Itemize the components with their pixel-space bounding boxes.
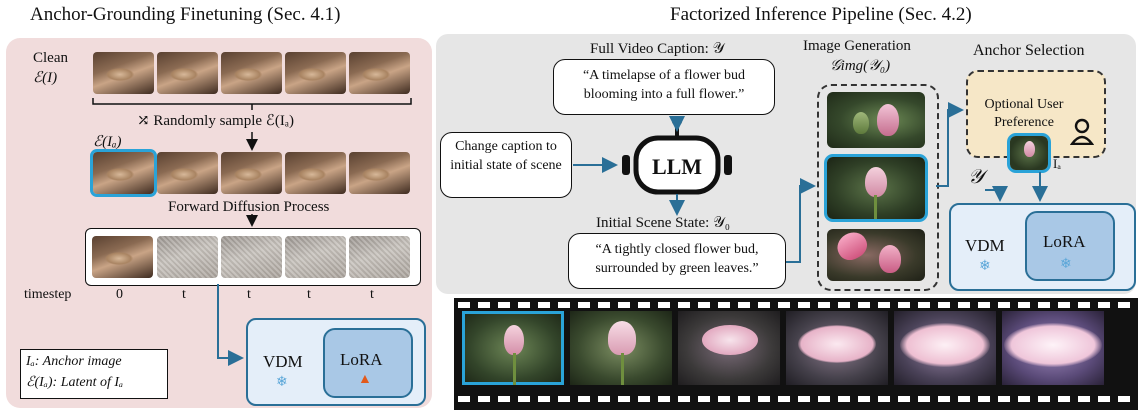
clean-frame-3 — [221, 52, 282, 94]
full-caption-box: “A timelapse of a flower bud blooming in… — [553, 59, 775, 115]
generated-image-3 — [827, 229, 925, 281]
selected-anchor-thumb — [1007, 133, 1051, 173]
caption-symbol-y: 𝒴 — [968, 166, 984, 188]
film-perforations-top — [458, 302, 1134, 308]
noisy-frame-5 — [349, 236, 410, 278]
vdm-label-left: VDM — [263, 352, 303, 371]
anchor-latent-expr: ℰ(Iₐ) — [93, 134, 122, 150]
video-frame-6 — [1002, 311, 1104, 385]
clean-latent-expr: ℰ(I) — [33, 70, 58, 86]
generation-to-selection-arrow — [936, 102, 964, 187]
notation-legend — [20, 349, 168, 399]
film-perforations-bottom — [458, 396, 1134, 402]
frame-5 — [349, 152, 410, 194]
frame-2 — [157, 152, 218, 194]
video-frame-3 — [678, 311, 780, 385]
video-frame-5 — [894, 311, 996, 385]
frozen-icon-left: ❄ — [276, 375, 288, 390]
frozen-icon-vdm: ❄ — [979, 259, 991, 274]
timestep-value-5: t — [370, 287, 374, 302]
initial-caption-box: “A tightly closed flower bud, surrounded… — [568, 233, 786, 289]
video-frame-4 — [786, 311, 888, 385]
timestep-label: timestep — [24, 287, 72, 302]
generated-image-1 — [827, 92, 925, 148]
noisy-frame-4 — [285, 236, 346, 278]
anchor-image-symbol: Iₐ — [1053, 156, 1061, 171]
random-sample-label: ⤮ Randomly sample ℰ(Iₐ) — [137, 113, 294, 129]
noisy-frame-1 — [92, 236, 153, 278]
image-generation-label: Image Generation — [803, 38, 911, 54]
clean-frame-1 — [93, 52, 154, 94]
video-frame-2 — [570, 311, 672, 385]
vdm-label-right: VDM — [965, 236, 1005, 255]
frame-3 — [221, 152, 282, 194]
lora-block-right — [1025, 211, 1115, 281]
clean-frame-5 — [349, 52, 410, 94]
generated-image-2-selected — [824, 154, 928, 222]
timestep-value-4: t — [307, 287, 311, 302]
noisy-frame-2 — [157, 236, 218, 278]
anchor-selection-label: Anchor Selection — [973, 42, 1085, 59]
forward-diffusion-label: Forward Diffusion Process — [168, 199, 330, 215]
left-section-title: Anchor-Grounding Finetuning (Sec. 4.1) — [30, 4, 341, 25]
change-caption-box: Change caption to initial state of scene — [440, 132, 572, 198]
lora-label-right: LoRA — [1043, 232, 1086, 251]
state-to-generation-arrow — [786, 178, 816, 263]
caption-to-vdm-arrow — [985, 186, 1008, 202]
lora-block-left — [323, 328, 413, 398]
generated-images-group — [817, 84, 939, 291]
noisy-frame-3 — [221, 236, 282, 278]
legend-latent: ℰ(Iₐ): Latent of Iₐ — [26, 375, 124, 390]
clean-frame-4 — [285, 52, 346, 94]
llm-text: LLM — [652, 154, 702, 179]
frozen-icon-lora: ❄ — [1060, 257, 1072, 272]
timestep-value-1: 0 — [116, 287, 123, 302]
legend-anchor-image: Iₐ: Anchor image — [26, 354, 122, 369]
timestep-value-3: t — [247, 287, 251, 302]
full-caption-label: Full Video Caption: 𝒴 — [590, 41, 725, 57]
to-vdm-arrow-left — [217, 284, 244, 366]
right-section-title: Factorized Inference Pipeline (Sec. 4.2) — [670, 4, 972, 25]
clean-bracket — [92, 98, 412, 105]
video-frame-1 — [462, 311, 564, 385]
frame-4 — [285, 152, 346, 194]
clean-frame-2 — [157, 52, 218, 94]
initial-state-label: Initial Scene State: 𝒴₀ — [596, 215, 731, 231]
clean-label: Clean — [33, 50, 68, 66]
image-generation-expr: 𝒢img(𝒴₀) — [830, 58, 891, 74]
timestep-value-2: t — [182, 287, 186, 302]
lora-label-left: LoRA — [340, 350, 383, 369]
user-preference-label: Optional User Preference — [984, 97, 1064, 130]
trainable-flame-icon: ▲ — [358, 372, 372, 387]
user-icon — [1069, 117, 1095, 146]
anchor-frame — [90, 149, 157, 197]
